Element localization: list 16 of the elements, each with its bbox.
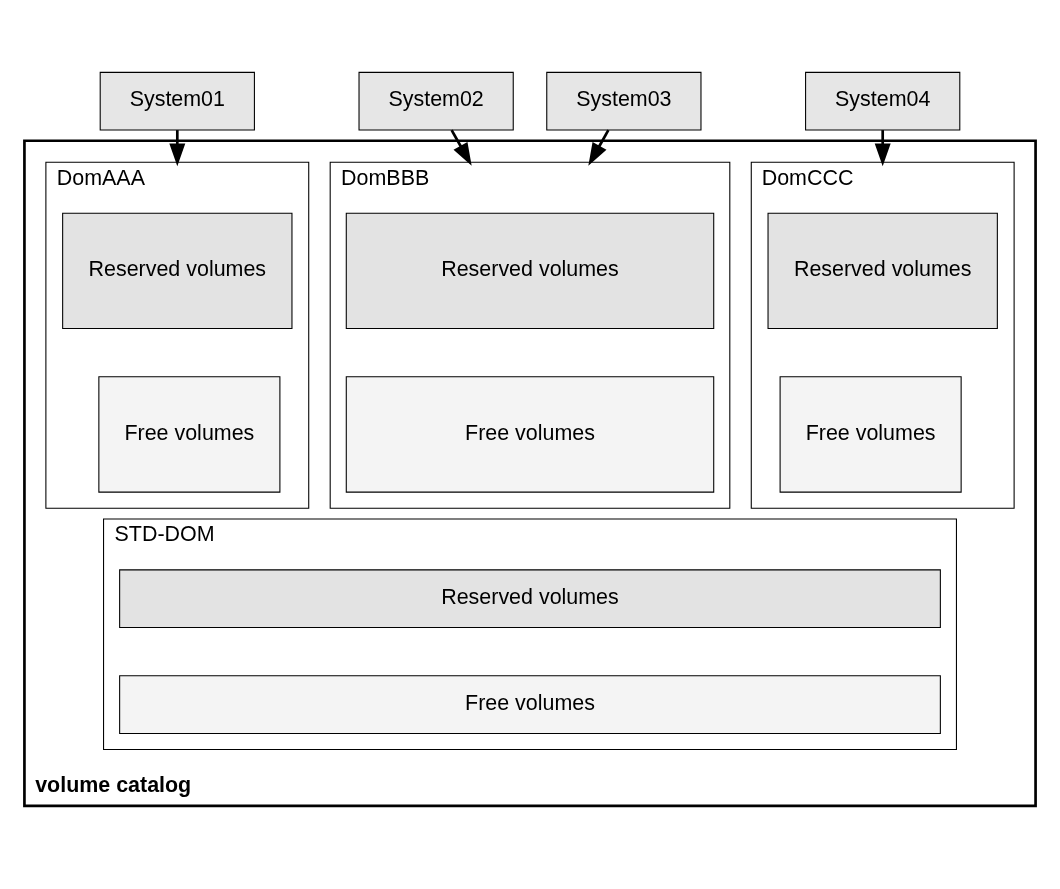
node-box: Free volumes <box>119 675 941 735</box>
node-box: System03 <box>546 71 702 131</box>
arrow <box>588 129 610 166</box>
node-box: Free volumes <box>779 376 962 493</box>
node-box: Reserved volumes <box>767 212 998 330</box>
node-box: Reserved volumes <box>119 569 941 629</box>
node-box: System01 <box>99 71 255 131</box>
arrow <box>169 130 186 167</box>
node-box: Free volumes <box>345 376 715 493</box>
node-box: System04 <box>805 71 961 131</box>
arrow <box>450 129 472 166</box>
node-box: Reserved volumes <box>345 212 715 330</box>
node-box: Reserved volumes <box>62 212 293 330</box>
arrow <box>874 130 891 167</box>
node-box: Free volumes <box>98 376 281 493</box>
node-box: System02 <box>358 71 514 131</box>
